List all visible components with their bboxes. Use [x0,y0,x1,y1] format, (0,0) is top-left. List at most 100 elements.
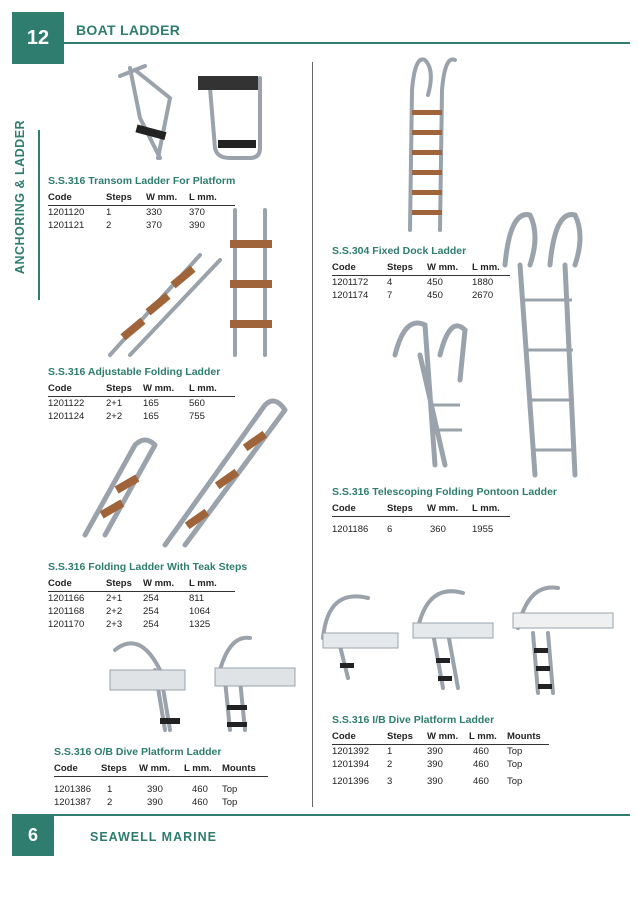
column-divider [312,62,313,807]
table-row: 1201168 2+2 254 1064 [48,605,235,618]
cell: 1201170 [48,619,85,630]
col-header: Steps [387,502,427,517]
cell: 2 [106,220,112,231]
cell: 390 [427,759,443,770]
teak-ladder-section: S.S.316 Folding Ladder With Teak Steps C… [48,561,247,631]
col-header: Code [332,502,387,517]
col-header: Steps [387,730,427,745]
adjustable-ladder-image [108,208,272,357]
cell: Top [507,776,523,787]
cell: 2670 [472,290,494,301]
cell: 2+1 [106,593,123,604]
col-header: Code [332,730,387,745]
spec-table: Code Steps W mm. L mm. 1201120 1 330 370… [48,191,235,232]
col-header: W mm. [427,261,472,276]
spec-table: Code Steps W mm. L mm. Mounts 1201392 1 … [332,730,549,788]
teak-folding-ladder-image [82,398,288,548]
col-header: Steps [106,382,143,397]
col-header: L mm. [189,191,235,206]
table-row: 1201186 6 360 1955 [332,523,510,536]
cell: 1201386 [54,783,91,795]
cell: 1201166 [48,593,85,604]
col-header: Steps [106,191,146,206]
col-header: Code [332,261,387,276]
cell: 450 [427,290,443,301]
cell: 165 [143,398,159,409]
footer-rule [54,814,630,816]
cell: 1201174 [332,290,369,301]
col-header: Code [48,382,106,397]
table-row: 1201396 3 390 460 Top [332,775,549,788]
cell: 1 [107,783,113,795]
cell: 1201186 [332,523,369,535]
cell: 390 [147,796,163,808]
cell: 2+1 [106,398,123,409]
col-header: L mm. [472,261,510,276]
cell: 370 [189,207,205,218]
cell: Top [222,796,238,808]
section-title: S.S.316 I/B Dive Platform Ladder [332,714,495,726]
ob-dive-section: S.S.316 O/B Dive Platform Ladder Code St… [54,746,268,809]
cell: 330 [146,207,162,218]
page-title: BOAT LADDER [76,22,181,38]
table-row: 1201174 7 450 2670 [332,289,510,302]
cell: 460 [192,783,208,795]
cell: 254 [143,619,159,630]
cell: 2 [387,759,393,770]
cell: 390 [147,783,163,795]
cell: 1201122 [48,398,85,409]
col-header: W mm. [146,191,189,206]
spec-table: Code Steps W mm. L mm. 1201122 2+1 165 5… [48,382,235,423]
cell: 460 [473,776,489,787]
table-row: 1201392 1 390 460 Top [332,745,549,759]
cell: 7 [387,290,393,301]
cell: 1880 [472,277,494,288]
table-row: 1201387 2 390 460 Top [54,796,268,809]
cell: 560 [189,398,205,409]
cell: 1325 [189,619,211,630]
table-row: 1201124 2+2 165 755 [48,410,235,423]
col-header: Steps [101,762,139,777]
ob-dive-platform-image [109,635,296,732]
col-header: W mm. [139,762,184,777]
adjustable-ladder-section: S.S.316 Adjustable Folding Ladder Code S… [48,366,235,423]
fixed-dock-ladder-image [408,57,457,232]
table-row: 1201166 2+1 254 811 [48,592,235,606]
table-row: 1201172 4 450 1880 [332,276,510,290]
cell: 450 [427,277,443,288]
section-title: S.S.316 Folding Ladder With Teak Steps [48,561,248,573]
col-header: L mm. [189,382,235,397]
page-number-badge: 12 [12,12,64,64]
col-header: L mm. [472,502,510,517]
cell: 254 [143,593,159,604]
side-rule [38,130,40,300]
section-title: S.S.316 Telescoping Folding Pontoon Ladd… [332,486,557,498]
cell: 390 [427,746,443,757]
table-row: 1201170 2+3 254 1325 [48,618,235,631]
col-header: Code [48,191,106,206]
spec-table: Code Steps W mm. L mm. 1201172 4 450 188… [332,261,510,302]
footer-page-number: 6 [12,814,54,856]
col-header: L mm. [469,730,507,745]
header-rule [64,42,630,44]
cell: 1201124 [48,411,85,422]
col-header: L mm. [189,577,235,592]
cell: 1955 [472,523,494,535]
cell: 254 [143,606,159,617]
pontoon-ladder-image [392,212,583,478]
col-header: Code [54,762,101,777]
table-row: 1201386 1 390 460 Top [54,783,268,796]
ib-dive-section: S.S.316 I/B Dive Platform Ladder Code St… [332,714,549,788]
section-title: S.S.316 Transom Ladder For Platform [48,175,236,187]
cell: 2 [107,796,113,808]
cell: 1201120 [48,207,85,218]
cell: Top [507,759,523,770]
cell: 1201394 [332,759,369,770]
cell: 1201168 [48,606,85,617]
cell: 360 [430,523,446,535]
dock-ladder-section: S.S.304 Fixed Dock Ladder Code Steps W m… [332,245,510,302]
cell: 370 [146,220,162,231]
transom-ladder-image [118,64,262,160]
cell: 3 [387,776,393,787]
col-header: Steps [387,261,427,276]
